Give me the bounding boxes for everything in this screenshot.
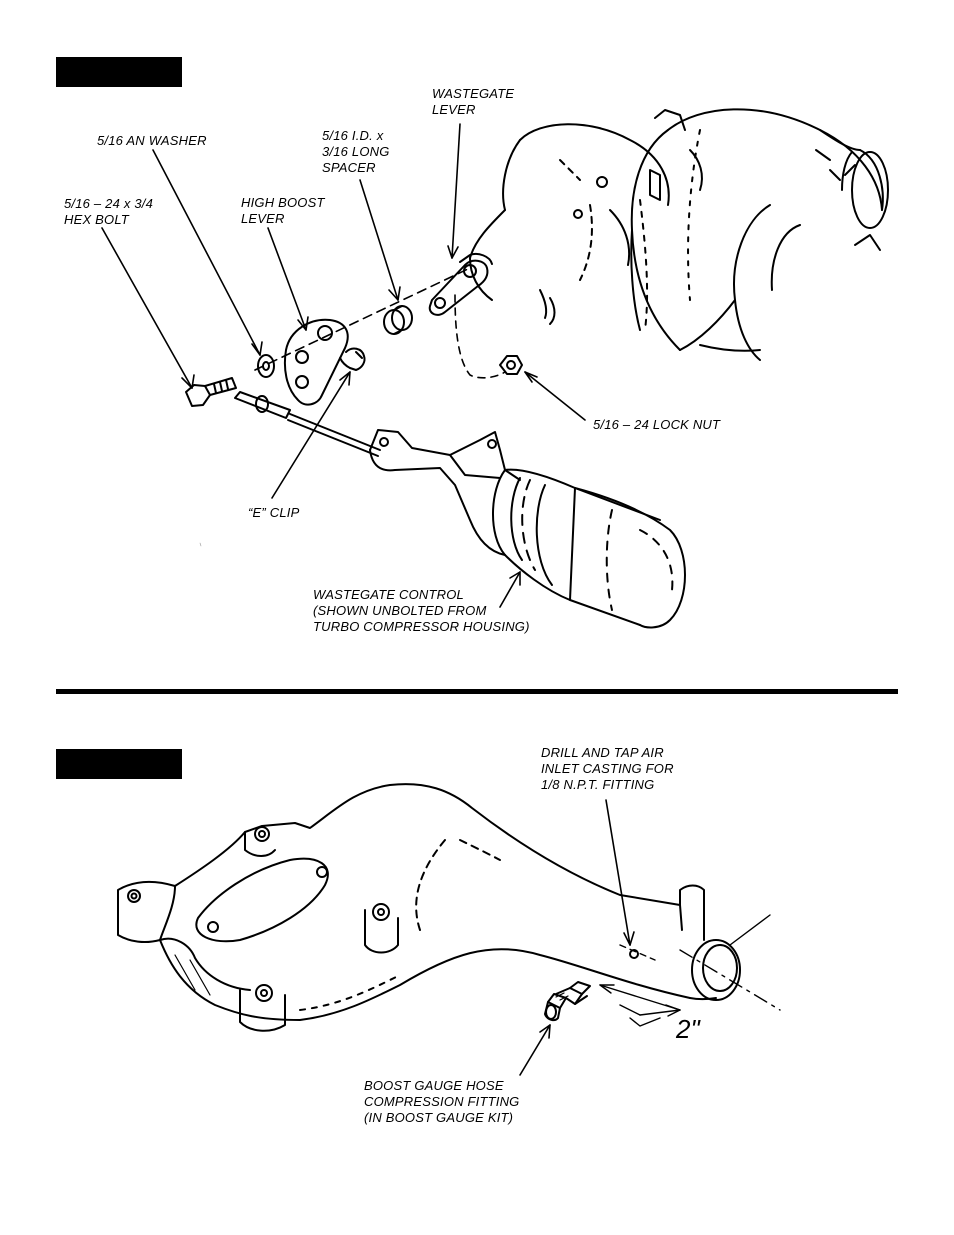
label-lock-nut: 5/16 – 24 LOCK NUT [593, 417, 721, 432]
label-hex-bolt: 5/16 – 24 x 3/4 HEX BOLT [64, 196, 154, 227]
label-drill-tap: DRILL AND TAP AIR INLET CASTING FOR 1/8 … [541, 745, 674, 792]
label-wastegate-control: WASTEGATE CONTROL (SHOWN UNBOLTED FROM T… [313, 587, 530, 634]
spacer [383, 305, 413, 335]
label-spacer: 5/16 I.D. x 3/16 LONG SPACER [322, 128, 390, 175]
label-e-clip: “E” CLIP [248, 505, 300, 520]
section-divider [56, 689, 898, 694]
e-clip [339, 347, 366, 371]
label-an-washer: 5/16 AN WASHER [97, 133, 207, 148]
hex-bolt [185, 377, 237, 407]
dimension-lines [599, 914, 781, 1027]
wastegate-lever [428, 253, 493, 316]
label-high-boost-lever: HIGH BOOST LEVER [241, 195, 325, 226]
leaders-fig2 [519, 799, 635, 1076]
control-rod [234, 391, 381, 457]
lock-nut [499, 355, 523, 375]
an-washer [257, 354, 275, 378]
turbo-housing [469, 108, 889, 361]
wastegate-control [369, 429, 686, 629]
label-wastegate-lever: WASTEGATE LEVER [432, 86, 515, 117]
air-inlet-casting [117, 783, 741, 1032]
dimension-2-inch: 2" [676, 1014, 700, 1044]
leaders-fig1 [101, 123, 586, 608]
high-boost-lever [283, 318, 349, 406]
figure-2-tag [56, 749, 182, 779]
compression-fitting [544, 981, 591, 1022]
label-hose-fitting: BOOST GAUGE HOSE COMPRESSION FITTING (IN… [364, 1078, 520, 1125]
figure-1-tag [56, 57, 182, 87]
